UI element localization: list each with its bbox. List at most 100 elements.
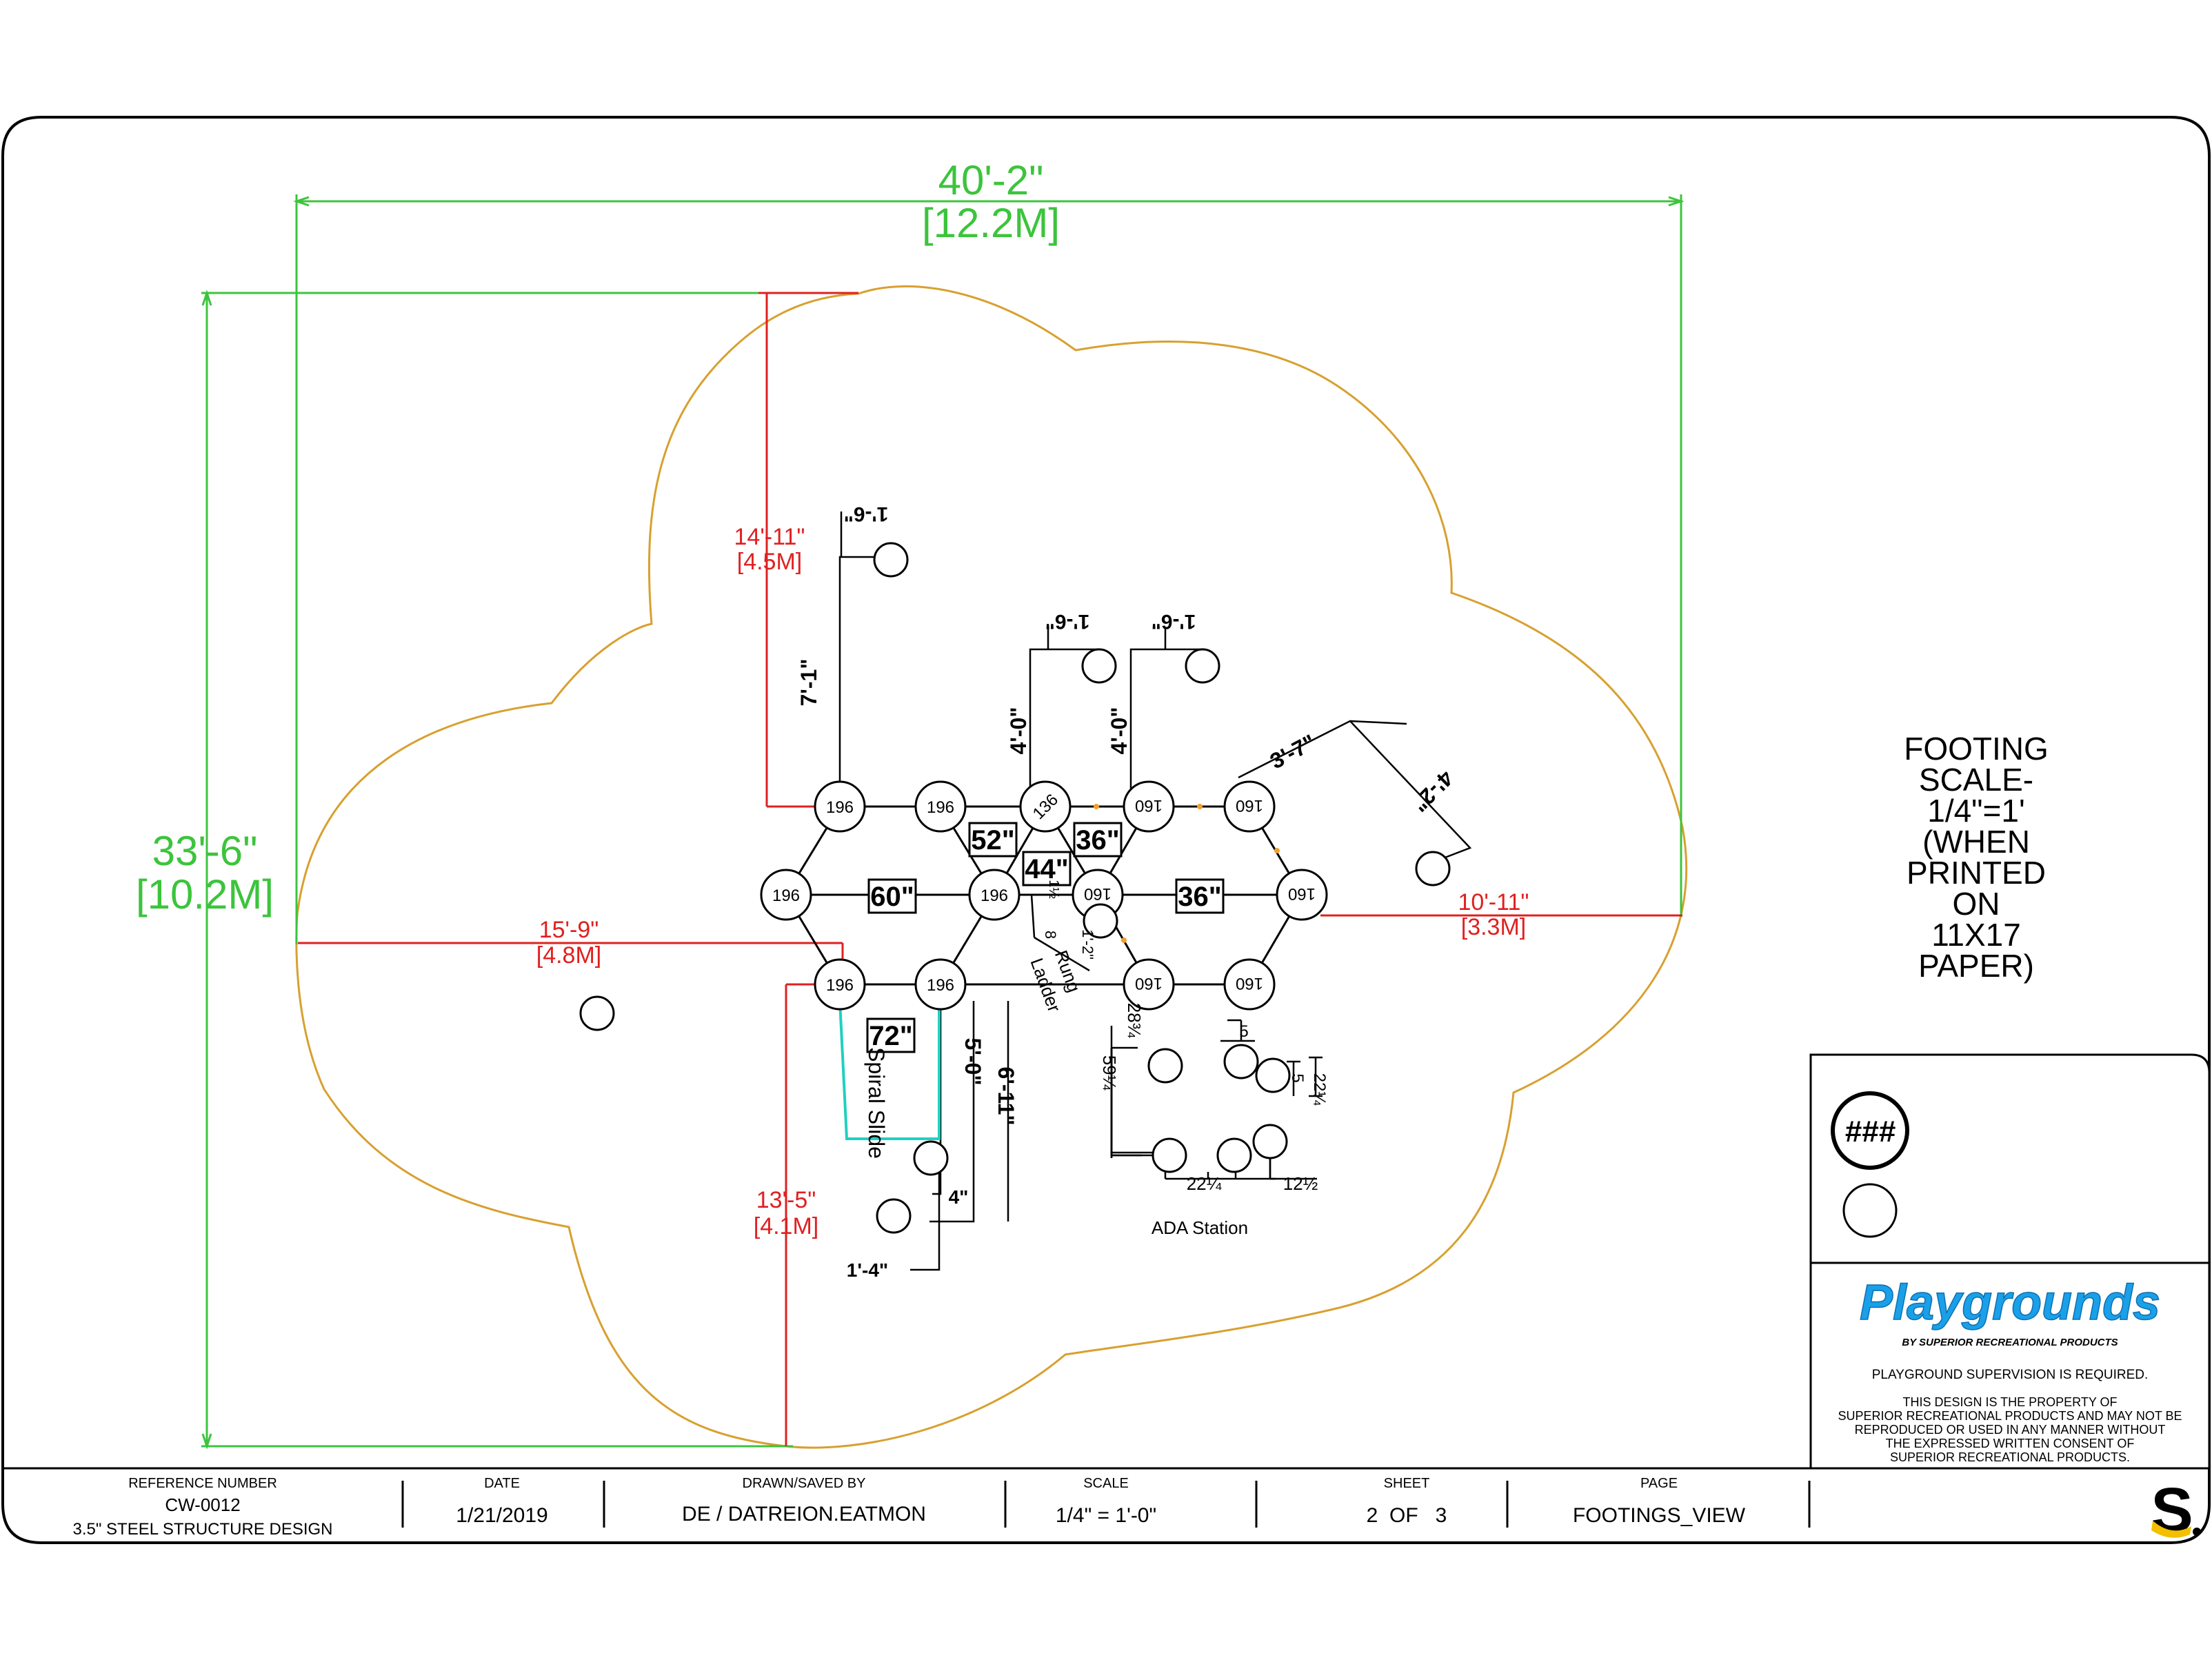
deck-box-d1: [968, 822, 1018, 858]
legend-panel: [1809, 1053, 2211, 1470]
annotation-a17: 22¼: [1310, 1073, 1329, 1106]
footing-note-line-5: PRINTED: [1907, 855, 2046, 891]
annotations: 7'-1" 4'-0" 4'-0" 1'-6" 1'-6" 1'-6" 3'-7…: [796, 503, 1458, 1281]
post-p11: [914, 958, 967, 1011]
post-p1: [814, 780, 866, 833]
spiral-slide-label: Spiral Slide: [864, 1047, 889, 1159]
annotation-a15: 5: [1239, 1022, 1248, 1041]
post-p10: [814, 958, 866, 1011]
overall-height-metric-label: [10.2M]: [136, 871, 274, 918]
overall-width-dimension: [293, 194, 1685, 944]
drawn-by-header: DRAWN/SAVED BY: [743, 1476, 866, 1491]
footing-ada-3: [1255, 1057, 1291, 1093]
top-clearance-dimension: [758, 292, 858, 808]
left-clearance-metric-label: [4.8M]: [536, 942, 601, 969]
page-value: FOOTINGS_VIEW: [1573, 1504, 1746, 1527]
annotation-a20: 1'-2": [1079, 929, 1096, 960]
annotation-a9: 5'-0": [961, 1037, 985, 1085]
annotations-light: 28¾ 59¼ 5 5 22¼ 22¼ 12½ 1'-2" 1½ 8 Rung …: [864, 880, 1329, 1238]
deck-box-d6: [866, 1017, 916, 1053]
annotation-a2: 4'-0": [1006, 707, 1031, 754]
post-label-p11: 196: [927, 976, 954, 995]
footing-slide-2: [876, 1198, 912, 1234]
ada-station-label: ADA Station: [1152, 1217, 1248, 1238]
brand-tagline: BY SUPERIOR RECREATIONAL PRODUCTS: [1902, 1337, 2118, 1348]
legend-footing-circle: [1842, 1183, 1898, 1238]
property-line-1: THIS DESIGN IS THE PROPERTY OF: [1902, 1395, 2117, 1409]
supervision-note: PLAYGROUND SUPERVISION IS REQUIRED.: [1872, 1368, 2149, 1382]
legend-symbol-circle: [1831, 1091, 1909, 1170]
page-header: PAGE: [1640, 1476, 1678, 1491]
post-label-p2: 196: [927, 798, 954, 817]
footing-note-line-1: FOOTING: [1904, 731, 2049, 767]
deck-label-d6: 72": [869, 1021, 912, 1051]
deck-label-d3: 44": [1025, 854, 1068, 884]
deck-box-d4: [867, 878, 917, 914]
deck-labels: 52" 36" 44" 60" 36" 72": [866, 822, 1225, 1053]
brand-name: Playgrounds: [1860, 1275, 2160, 1330]
property-line-4: THE EXPRESSED WRITTEN CONSENT OF: [1886, 1437, 2135, 1450]
property-line-2: SUPERIOR RECREATIONAL PRODUCTS AND MAY N…: [1838, 1409, 2182, 1423]
overall-width-metric-label: [12.2M]: [922, 200, 1060, 246]
post-label-p12: 160: [1135, 974, 1163, 993]
deck-label-d2: 36": [1076, 825, 1119, 855]
bottom-clearance-metric-label: [4.1M]: [754, 1213, 818, 1239]
post-labels: 196 196 136 160 160 196 196 160 160 196 …: [772, 791, 1316, 995]
deck-box-d5: [1175, 878, 1225, 914]
annotation-a3: 4'-0": [1107, 707, 1132, 754]
property-notice: THIS DESIGN IS THE PROPERTY OF SUPERIOR …: [1838, 1395, 2182, 1464]
deck-label-d4: 60": [870, 882, 914, 912]
date-value: 1/21/2019: [456, 1504, 547, 1527]
footing-top-mid: [1081, 648, 1117, 684]
spiral-slide-outline: [838, 1000, 941, 1140]
post-p13: [1223, 958, 1276, 1011]
annotation-a16: 5: [1288, 1073, 1307, 1082]
post-label-p13: 160: [1236, 974, 1263, 993]
date-header: DATE: [484, 1476, 520, 1491]
ref-number-desc: 3.5" STEEL STRUCTURE DESIGN: [72, 1520, 332, 1539]
post-p9: [1276, 869, 1328, 921]
annotation-a6: 1'-6": [1152, 610, 1196, 633]
post-p7: [968, 869, 1020, 921]
annotation-a7: 3'-7": [1266, 729, 1320, 773]
post-label-p8: 160: [1084, 884, 1112, 903]
annotation-a14: 59¼: [1099, 1055, 1120, 1091]
footing-note-line-2: SCALE-: [1919, 762, 2033, 798]
brand-logo: S: [2151, 1475, 2201, 1546]
post-label-p4: 160: [1135, 796, 1163, 815]
post-p12: [1123, 958, 1175, 1011]
overall-height-dimension: [201, 290, 858, 1450]
footing-right: [1415, 851, 1451, 886]
footing-note-line-6: ON: [1953, 886, 2000, 922]
annotation-a19: 12½: [1283, 1173, 1318, 1194]
bottom-clearance-dimension: [785, 983, 817, 1446]
post-label-p5: 160: [1236, 796, 1263, 815]
post-label-p6: 196: [772, 886, 800, 905]
footing-ada-6: [1252, 1124, 1288, 1159]
overall-width-label: 40'-2": [938, 157, 1044, 203]
footing-note-line-3: 1/4"=1': [1927, 793, 2025, 829]
footing-scale-note: FOOTING SCALE- 1/4"=1' (WHEN PRINTED ON …: [1904, 731, 2049, 984]
deck-box-d3: [1022, 851, 1072, 886]
footing-left-isolated: [579, 995, 615, 1031]
title-block: [3, 1467, 2209, 1528]
annotation-a13: 28¾: [1124, 1003, 1145, 1038]
footing-ada-5: [1216, 1137, 1252, 1173]
left-clearance-label: 15'-9": [539, 917, 599, 943]
footing-ladder: [1083, 903, 1118, 939]
deck-label-d1: 52": [971, 825, 1014, 855]
footing-note-line-7: 11X17: [1931, 917, 2021, 953]
sheet-header: SHEET: [1384, 1476, 1430, 1491]
post-label-p9: 160: [1288, 884, 1316, 903]
annotation-a22: 8: [1042, 931, 1059, 939]
annotation-a1: 7'-1": [796, 658, 821, 706]
brand-logo-swoosh: [2151, 1521, 2191, 1538]
use-zone-outline: [295, 285, 1688, 1449]
connector-markers: [1094, 804, 1280, 943]
legend-symbol-text: ###: [1844, 1115, 1896, 1148]
sheet-border: [1, 116, 2211, 1544]
footing-slide-1: [913, 1140, 949, 1176]
title-block-text: REFERENCE NUMBER CW-0012 3.5" STEEL STRU…: [72, 1476, 1745, 1539]
post-p4: [1123, 780, 1175, 833]
